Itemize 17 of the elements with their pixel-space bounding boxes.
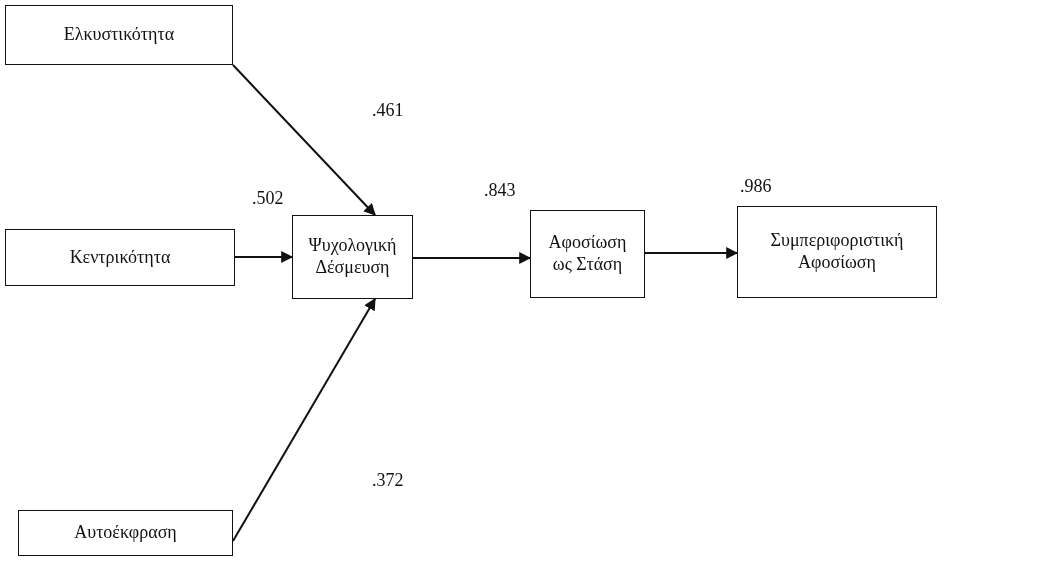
node-label: Συμπεριφοριστική Αφοσίωση xyxy=(769,230,905,274)
box xyxy=(5,5,233,65)
arrow xyxy=(232,297,376,542)
node-label: Ελκυστικότητα xyxy=(63,24,175,46)
box xyxy=(18,510,233,556)
arrow xyxy=(232,64,376,216)
box xyxy=(5,229,235,286)
node-label: Αυτοέκφραση xyxy=(74,522,177,544)
arrow xyxy=(644,247,739,259)
arrow xyxy=(234,251,294,263)
box xyxy=(737,206,937,298)
box xyxy=(292,215,413,299)
node-label: Ψυχολογική Δέσμευση xyxy=(307,235,398,279)
node-label: Αφοσίωση ως Στάση xyxy=(548,232,627,276)
box xyxy=(530,210,645,298)
node-label: Κεντρικότητα xyxy=(69,246,171,269)
arrow xyxy=(412,252,532,264)
